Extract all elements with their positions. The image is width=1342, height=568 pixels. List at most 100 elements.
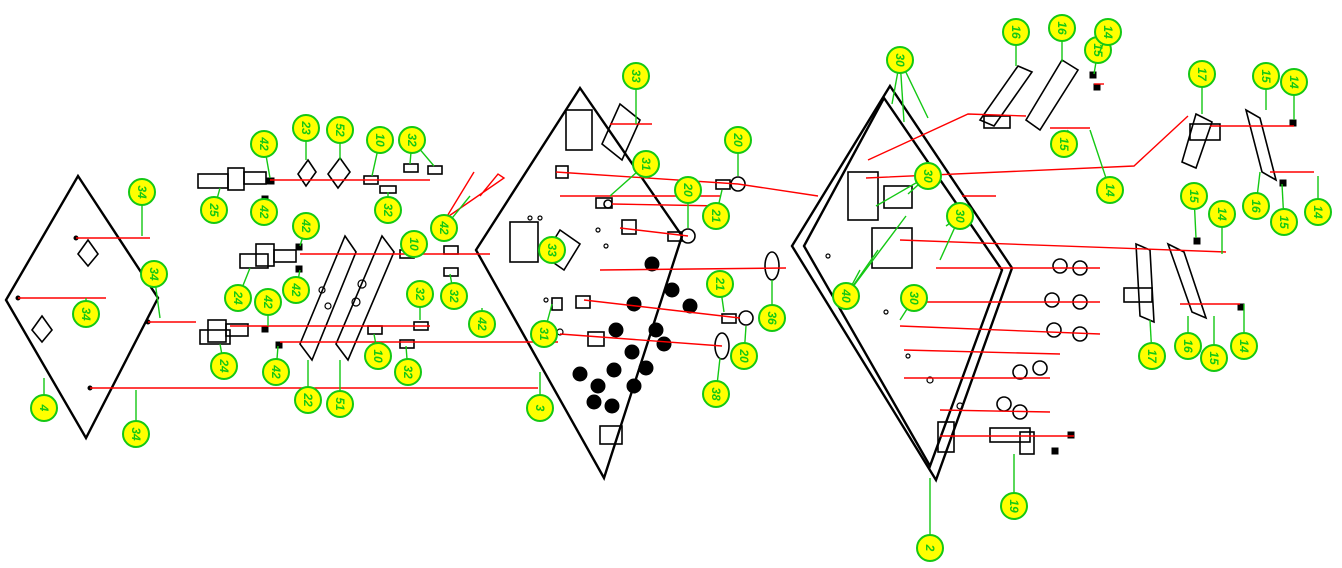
- slider-17-top: [1181, 112, 1221, 170]
- callout-balloon-b-10b: 10: [400, 230, 428, 258]
- balloon-label: 10: [373, 133, 387, 147]
- balloon-circle: [1208, 200, 1236, 228]
- leader-line-b-42f: [276, 345, 279, 360]
- callout-balloon-b-14a: 14: [1094, 18, 1122, 46]
- leader-line-b-30b: [907, 184, 919, 195]
- callout-balloon-b-30c: 30: [946, 202, 974, 230]
- balloon-circle: [440, 282, 468, 310]
- callout-balloon-b-36: 36: [758, 304, 786, 332]
- balloon-label: 38: [709, 387, 723, 401]
- callout-balloon-b-14f: 14: [1230, 332, 1258, 360]
- leader-line-b-32a: [419, 149, 435, 167]
- callout-balloon-b-10c: 10: [364, 342, 392, 370]
- balloon-label: 10: [371, 349, 385, 363]
- slider-16-top-left: [978, 65, 1034, 129]
- bracket-51: [335, 234, 395, 362]
- balloon-label: 30: [893, 53, 907, 67]
- balloon-circle: [400, 230, 428, 258]
- slider-16-right: [1244, 108, 1297, 187]
- leader-line-b-14b: [1089, 129, 1107, 178]
- leader-line-b-24b: [219, 343, 223, 354]
- leader-line-b-31b: [546, 303, 553, 322]
- balloon-label: 42: [269, 364, 283, 379]
- balloon-label: 31: [639, 157, 653, 171]
- balloon-label: 30: [907, 291, 921, 305]
- balloon-label: 51: [333, 397, 347, 411]
- hardware-left: [261, 163, 459, 349]
- balloon-circle: [530, 320, 558, 348]
- balloon-label: 42: [475, 316, 489, 331]
- leader-line-b-32c: [449, 273, 453, 284]
- callout-balloon-b-21b: 21: [706, 270, 734, 298]
- bracket-22: [299, 234, 357, 362]
- balloon-label: 4: [37, 404, 51, 412]
- leader-line-b-30c: [939, 227, 956, 261]
- balloon-label: 32: [447, 289, 461, 303]
- balloon-circle: [128, 178, 156, 206]
- callout-balloon-b-42f: 42: [262, 358, 290, 386]
- balloon-label: 20: [737, 348, 751, 363]
- balloon-circle: [1094, 18, 1122, 46]
- balloon-label: 3: [533, 405, 547, 412]
- leader-line-b-15d: [1281, 183, 1285, 210]
- balloon-circle: [210, 352, 238, 380]
- callout-balloon-b-33b: 33: [538, 236, 566, 264]
- jack-19: [989, 427, 1075, 455]
- balloon-label: 14: [1287, 75, 1301, 89]
- balloon-label: 33: [545, 243, 559, 257]
- callout-balloon-b-14d: 14: [1304, 198, 1332, 226]
- callout-balloon-b-25: 25: [200, 196, 228, 224]
- balloon-label: 23: [299, 120, 313, 135]
- balloon-label: 42: [257, 136, 271, 151]
- balloon-circle: [374, 196, 402, 224]
- main-pcb-board: [474, 85, 698, 481]
- callout-balloon-b-20b: 20: [674, 176, 702, 204]
- callout-balloon-b-17a: 17: [1188, 60, 1216, 88]
- balloon-circle: [366, 126, 394, 154]
- callout-balloon-b-30a: 30: [886, 46, 914, 74]
- callout-balloon-b-20a: 20: [724, 126, 752, 154]
- callout-balloon-b-24b: 24: [210, 352, 238, 380]
- balloon-circle: [1270, 208, 1298, 236]
- leader-line-b-10a: [371, 152, 378, 177]
- balloon-label: 20: [681, 182, 695, 197]
- jack-24-upper: [239, 243, 297, 269]
- leader-line-b-32e: [405, 345, 408, 360]
- balloon-circle: [398, 126, 426, 154]
- balloon-circle: [1138, 342, 1166, 370]
- balloon-circle: [200, 196, 228, 224]
- callout-balloon-b-31b: 31: [530, 320, 558, 348]
- balloon-circle: [250, 198, 278, 226]
- callout-balloon-b-16b: 16: [1048, 14, 1076, 42]
- balloon-label: 20: [731, 132, 745, 147]
- jacks-right-array: [996, 258, 1088, 420]
- explode-lines: [18, 83, 1314, 437]
- callout-balloon-b-3: 3: [526, 394, 554, 422]
- balloon-label: 52: [333, 123, 347, 137]
- balloon-circle: [632, 150, 660, 178]
- callout-balloon-b-34a: 34: [128, 178, 156, 206]
- balloon-label: 2: [923, 544, 937, 552]
- callout-balloon-b-34d: 34: [122, 420, 150, 448]
- balloon-label: 32: [401, 365, 415, 379]
- balloon-label: 42: [289, 282, 303, 297]
- callout-balloon-b-33a: 33: [622, 62, 650, 90]
- callout-balloon-b-21a: 21: [702, 202, 730, 230]
- knobs-20-21: [595, 176, 754, 326]
- callout-balloon-b-32b: 32: [374, 196, 402, 224]
- callout-balloon-b-15c: 15: [1252, 62, 1280, 90]
- balloon-circle: [622, 62, 650, 90]
- balloon-label: 42: [257, 204, 271, 219]
- balloon-circle: [140, 260, 168, 288]
- balloon-circle: [886, 46, 914, 74]
- balloon-label: 15: [1057, 137, 1071, 151]
- balloon-label: 24: [217, 358, 231, 373]
- balloon-label: 21: [713, 276, 727, 291]
- balloon-circle: [30, 394, 58, 422]
- leader-line-b-40: [851, 269, 861, 285]
- callout-balloon-b-34b: 34: [140, 260, 168, 288]
- balloon-label: 42: [299, 218, 313, 233]
- callout-balloon-b-15f: 15: [1200, 344, 1228, 372]
